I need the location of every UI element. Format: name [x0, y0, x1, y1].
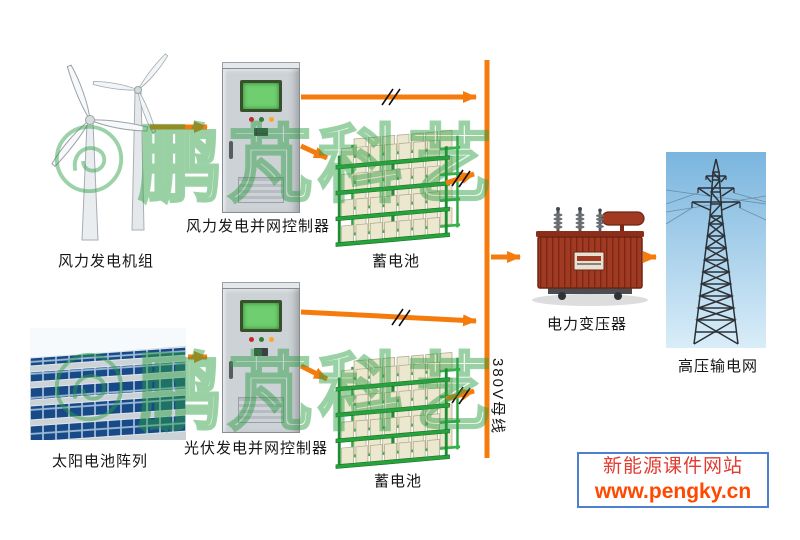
cabinet-front-panel [222, 288, 300, 433]
battery-rack-top [334, 130, 462, 247]
transformer-illustration [532, 207, 648, 306]
site-name: 新能源课件网站 [602, 456, 743, 477]
door-handle [229, 361, 233, 379]
indicator-leds [223, 117, 299, 122]
label-wind-controller: 风力发电并网控制器 [186, 218, 331, 235]
battery-rack-illustration [334, 352, 462, 469]
label-pv-controller: 光伏发电并网控制器 [184, 440, 329, 457]
led-yellow [268, 337, 274, 342]
label-wind-turbines: 风力发电机组 [58, 253, 155, 270]
led-green [258, 337, 264, 342]
cabinet-front-panel [222, 68, 300, 213]
indicator-leds [223, 337, 299, 342]
site-url[interactable]: www.pengky.cn [594, 479, 752, 503]
battery-rack-bottom [334, 352, 462, 469]
vent-grille [238, 397, 284, 423]
solar-array-illustration [30, 328, 186, 440]
cabinet-top-face [222, 62, 300, 68]
lcd-screen [240, 80, 282, 112]
door-handle [229, 141, 233, 159]
label-battery-bottom: 蓄电池 [374, 473, 423, 490]
label-busbar: 380V母线 [489, 358, 506, 436]
led-green [258, 117, 264, 122]
cabinet-top-face [222, 282, 300, 288]
battery-rack-illustration [334, 130, 462, 247]
pv-controller-cabinet [222, 282, 300, 433]
lcd-screen [240, 300, 282, 332]
wind-turbines-image [28, 18, 184, 248]
keyhole-slot [254, 348, 268, 356]
solar-array-image [30, 328, 186, 440]
transmission-tower-illustration [666, 152, 766, 348]
wind-controller-cabinet [222, 62, 300, 213]
led-yellow [268, 117, 274, 122]
led-red [248, 117, 254, 122]
wind-turbines-illustration [28, 18, 184, 241]
vent-grille [238, 177, 284, 203]
transformer-image [528, 200, 652, 308]
label-transformer: 电力变压器 [547, 316, 628, 333]
label-solar-array: 太阳电池阵列 [52, 453, 149, 470]
keyhole-slot [254, 128, 268, 136]
site-banner: 新能源课件网站 www.pengky.cn [577, 452, 769, 508]
transmission-tower-image [666, 152, 766, 348]
led-red [248, 337, 254, 342]
label-battery-top: 蓄电池 [372, 253, 421, 270]
label-power-grid: 高压输电网 [678, 358, 759, 375]
